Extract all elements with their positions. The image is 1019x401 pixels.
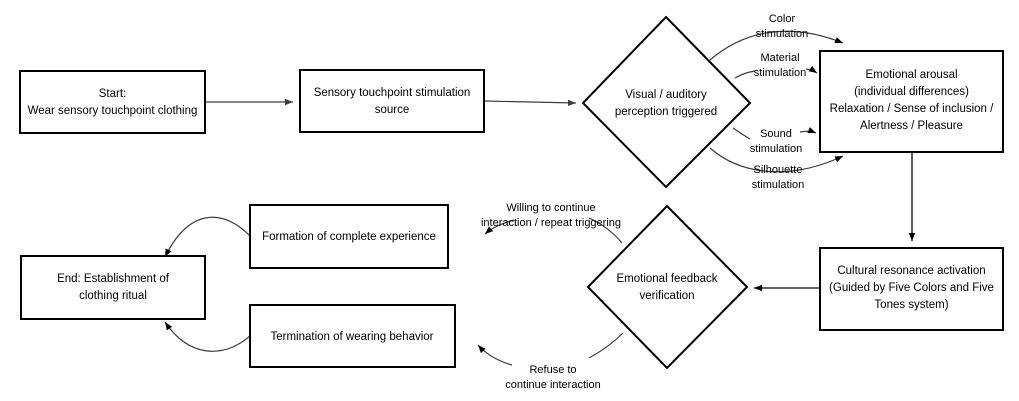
- node-stimulation-source-line-1: Sensory touchpoint stimulation: [314, 87, 471, 99]
- edge-label-sound-stimulation: Sound stimulation: [750, 128, 803, 155]
- node-emotional-arousal-line-4: Alertness / Pleasure: [860, 120, 963, 132]
- edge-sound-stimulation-right: [799, 127, 817, 134]
- edge-label-material-stimulation-line-1: Material: [760, 52, 799, 64]
- node-emotional-arousal[interactable]: Emotional arousal (individual difference…: [819, 50, 1004, 153]
- edge-label-silhouette-stimulation-line-2: stimulation: [752, 179, 805, 191]
- edge-label-material-stimulation-line-2: stimulation: [754, 67, 807, 79]
- edge-experience-to-end: [164, 216, 251, 258]
- node-start[interactable]: Start: Wear sensory touchpoint clothing: [19, 70, 206, 134]
- edge-silhouette-stimulation: [709, 147, 844, 173]
- edge-label-refuse-to-continue: Refuse to continue interaction: [505, 364, 600, 391]
- node-emotional-arousal-line-2: (individual differences): [854, 86, 969, 98]
- edge-label-sound-stimulation-line-2: stimulation: [750, 143, 803, 155]
- edge-refuse-right: [588, 332, 624, 359]
- node-complete-experience-line-1: Formation of complete experience: [262, 231, 436, 243]
- node-cultural-resonance-line-3: Tones system): [874, 299, 948, 311]
- node-end-shape: [20, 255, 206, 320]
- edge-label-color-stimulation-line-1: Color: [769, 13, 796, 25]
- edge-label-refuse-line-1: Refuse to: [529, 364, 576, 376]
- node-end-line-2: clothing ritual: [79, 290, 147, 302]
- edge-label-material-stimulation: Material stimulation: [754, 52, 807, 79]
- edge-material-stimulation-left: [734, 70, 756, 79]
- node-cultural-resonance[interactable]: Cultural resonance activation (Guided by…: [819, 247, 1004, 331]
- node-feedback-decision[interactable]: Emotional feedback verification: [586, 204, 749, 370]
- edge-willing-left: [484, 219, 515, 235]
- node-cultural-resonance-shape: [819, 247, 1004, 331]
- node-emotional-arousal-line-3: Relaxation / Sense of inclusion /: [830, 103, 994, 115]
- edge-label-silhouette-stimulation: Silhouette stimulation: [752, 164, 805, 191]
- node-end[interactable]: End: Establishment of clothing ritual: [20, 255, 206, 320]
- edge-material-stimulation-right: [805, 65, 818, 74]
- node-emotional-arousal-line-1: Emotional arousal: [865, 69, 957, 81]
- edge-label-color-stimulation: Color stimulation: [756, 13, 809, 40]
- node-perception-decision-shape: [581, 15, 752, 189]
- node-perception-decision[interactable]: Visual / auditory perception triggered: [581, 15, 752, 189]
- node-complete-experience[interactable]: Formation of complete experience: [249, 204, 449, 269]
- edge-refuse-left: [477, 344, 513, 366]
- node-emotional-arousal-shape: [819, 50, 1004, 153]
- node-feedback-decision-line-1: Emotional feedback: [616, 273, 717, 285]
- node-cultural-resonance-line-2: (Guided by Five Colors and Five: [829, 282, 994, 294]
- edge-label-willing-to-continue: Willing to continue interaction / repeat…: [481, 202, 621, 229]
- node-cultural-resonance-line-1: Cultural resonance activation: [837, 265, 985, 277]
- node-perception-decision-line-1: Visual / auditory: [625, 89, 707, 101]
- node-termination-shape: [249, 304, 456, 368]
- edge-label-color-stimulation-line-2: stimulation: [756, 28, 809, 40]
- node-stimulation-source[interactable]: Sensory touchpoint stimulation source: [299, 69, 485, 133]
- node-start-line-2: Wear sensory touchpoint clothing: [28, 105, 198, 117]
- edge-sound-stimulation-left: [732, 127, 751, 140]
- edge-willing-right: [588, 217, 623, 244]
- node-start-shape: [19, 70, 206, 134]
- edge-source-to-perception: [483, 99, 577, 107]
- node-feedback-decision-shape: [586, 204, 749, 370]
- edge-color-stimulation: [709, 30, 844, 61]
- edge-label-willing-line-1: Willing to continue: [506, 202, 595, 214]
- node-perception-decision-line-2: perception triggered: [615, 106, 717, 118]
- node-complete-experience-shape: [249, 204, 449, 269]
- edge-label-refuse-line-2: continue interaction: [505, 379, 600, 391]
- node-termination[interactable]: Termination of wearing behavior: [249, 304, 456, 368]
- node-termination-line-1: Termination of wearing behavior: [270, 331, 433, 343]
- node-end-line-1: End: Establishment of: [57, 273, 170, 285]
- edge-label-silhouette-stimulation-line-1: Silhouette: [754, 164, 803, 176]
- node-stimulation-source-shape: [299, 69, 485, 133]
- node-stimulation-source-line-2: source: [375, 104, 410, 116]
- node-start-line-1: Start:: [99, 88, 126, 100]
- edge-label-willing-line-2: interaction / repeat triggering: [481, 217, 621, 229]
- edge-label-sound-stimulation-line-1: Sound: [760, 128, 792, 140]
- node-feedback-decision-line-2: verification: [640, 290, 695, 302]
- edge-termination-to-end: [164, 321, 251, 352]
